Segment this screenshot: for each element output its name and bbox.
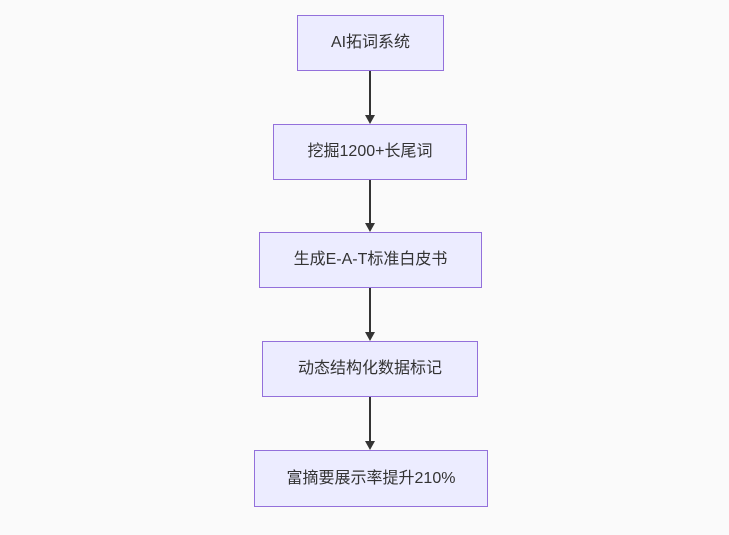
flow-node-label: 动态结构化数据标记: [297, 360, 442, 378]
edge-line-1: [369, 71, 371, 115]
arrowhead-down-icon: [365, 223, 375, 232]
arrowhead-down-icon: [365, 115, 375, 124]
flow-node-eat-whitepaper-generation: 生成E-A-T标准白皮书: [259, 232, 482, 288]
arrowhead-down-icon: [365, 332, 375, 341]
flow-node-label: AI拓词系统: [330, 34, 411, 52]
edge-line-2: [369, 180, 371, 223]
flow-node-dynamic-structured-data-markup: 动态结构化数据标记: [262, 341, 478, 397]
flow-node-label: 富摘要展示率提升210%: [286, 469, 456, 487]
edge-line-4: [369, 397, 371, 441]
flow-node-label: 生成E-A-T标准白皮书: [293, 251, 448, 269]
flow-node-longtail-keyword-mining: 挖掘1200+长尾词: [273, 124, 467, 180]
flow-node-label: 挖掘1200+长尾词: [307, 143, 433, 161]
flow-node-ai-keyword-expansion-system: AI拓词系统: [297, 15, 444, 71]
flow-node-rich-snippet-rate-result: 富摘要展示率提升210%: [254, 450, 488, 507]
edge-line-3: [369, 288, 371, 332]
arrowhead-down-icon: [365, 441, 375, 450]
